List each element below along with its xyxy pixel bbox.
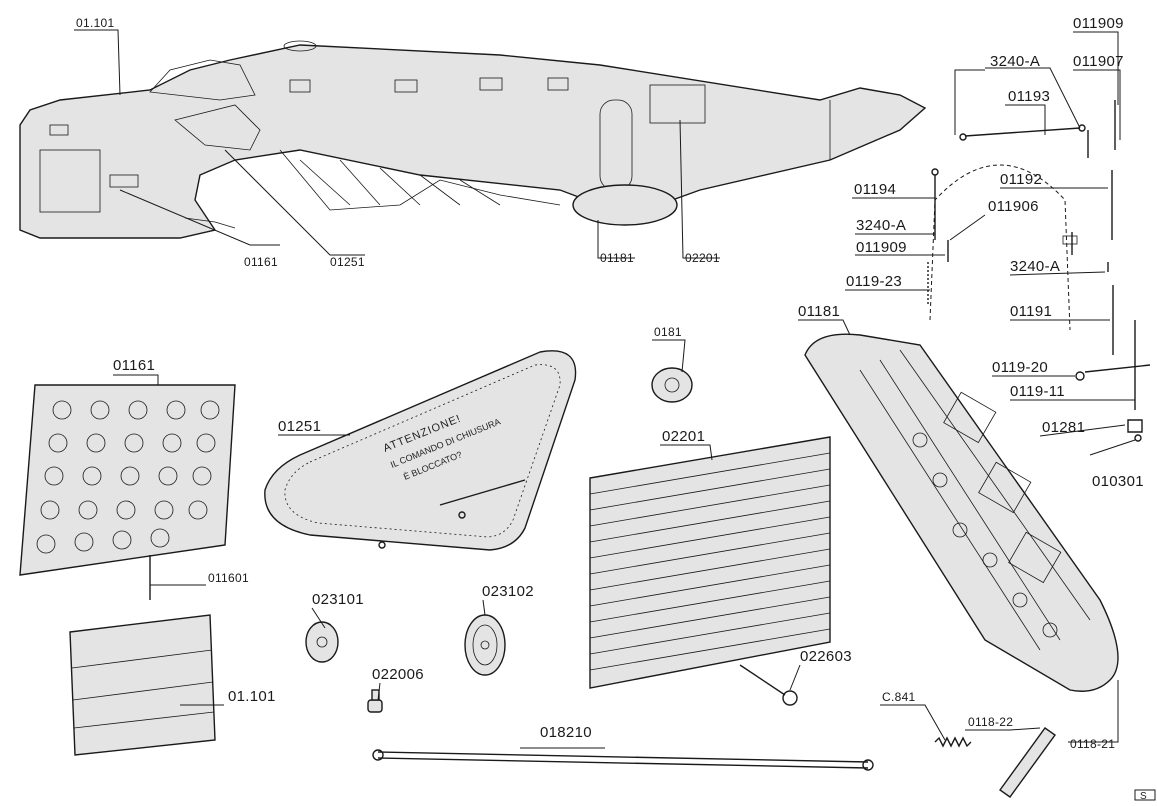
label-011907: 011907 <box>1073 53 1124 70</box>
label-01251: 01251 <box>278 418 321 435</box>
wheel-0181-drawing <box>651 367 693 403</box>
pulley-023102-drawing <box>464 614 506 676</box>
label-c841: C.841 <box>882 690 916 704</box>
control-rod-assembly <box>927 100 1151 442</box>
label-02201: 02201 <box>662 428 705 445</box>
label-fuselage: 01.101 <box>76 16 115 30</box>
label-3240a-low: 3240-A <box>1010 258 1060 275</box>
label-0118-22: 0118-22 <box>968 715 1013 729</box>
label-022603: 022603 <box>800 648 852 665</box>
label-3240a-top: 3240-A <box>990 53 1040 70</box>
spring-c841-drawing <box>934 736 972 748</box>
panel-01161-drawing <box>19 384 236 600</box>
shell-01181-drawing <box>804 333 1119 692</box>
label-01181: 01181 <box>798 303 840 320</box>
corner-mark: S <box>1134 789 1156 802</box>
fuselage-drawing <box>19 40 927 239</box>
leader-lines <box>74 29 1136 749</box>
rod-018210-drawing <box>372 749 874 771</box>
pin-022603-drawing <box>739 664 798 706</box>
label-0181: 0181 <box>654 325 682 339</box>
label-01192: 01192 <box>1000 171 1042 188</box>
label-3240a-mid: 3240-A <box>856 217 906 234</box>
label-023101: 023101 <box>312 591 364 608</box>
label-01101: 01.101 <box>228 688 276 705</box>
label-0119-23: 0119-23 <box>846 273 902 290</box>
label-01281: 01281 <box>1042 419 1085 436</box>
label-0119-11: 0119-11 <box>1010 383 1065 400</box>
label-01161: 01161 <box>113 357 155 374</box>
panel-01251-drawing <box>264 350 577 551</box>
label-0118-21: 0118-21 <box>1070 737 1115 751</box>
label-01181-top: 01181 <box>600 251 634 265</box>
label-01193: 01193 <box>1008 88 1050 105</box>
label-018210: 018210 <box>540 724 592 741</box>
louver-02201-drawing <box>589 436 831 689</box>
label-01191: 01191 <box>1010 303 1052 320</box>
label-01161-top: 01161 <box>244 255 278 269</box>
knob-022006-drawing <box>367 689 383 713</box>
part-labels: 01.101 01161 01251 01181 02201 011909 01… <box>76 15 1144 751</box>
label-011906: 011906 <box>988 198 1039 215</box>
frame-01101-drawing <box>69 614 216 756</box>
label-0119-20: 0119-20 <box>992 359 1048 376</box>
label-02201-top: 02201 <box>685 251 720 265</box>
corner-mark-text: S <box>1140 791 1147 801</box>
label-023102: 023102 <box>482 583 534 600</box>
label-011601: 011601 <box>208 571 249 585</box>
label-01251-top: 01251 <box>330 255 365 269</box>
label-022006: 022006 <box>372 666 424 683</box>
label-010301: 010301 <box>1092 473 1144 490</box>
pulley-023101-drawing <box>305 621 339 663</box>
tube-0118-22-drawing <box>999 727 1056 798</box>
label-011909-b: 011909 <box>856 239 907 256</box>
label-01194: 01194 <box>854 181 896 198</box>
label-011909-top: 011909 <box>1073 15 1124 32</box>
